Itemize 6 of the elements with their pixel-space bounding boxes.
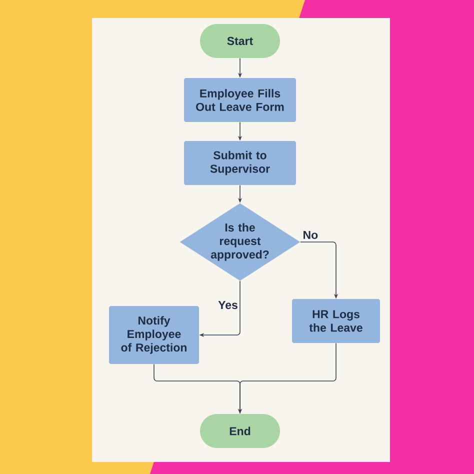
process-box: Employee Fills Out Leave Form: [184, 78, 296, 122]
edge-label: Yes: [217, 300, 239, 310]
process-box: Submit to Supervisor: [184, 141, 296, 185]
process-box: Notify Employee of Rejection: [109, 306, 199, 364]
process-box: HR Logs the Leave: [292, 299, 380, 343]
terminal-box: End: [200, 414, 280, 448]
